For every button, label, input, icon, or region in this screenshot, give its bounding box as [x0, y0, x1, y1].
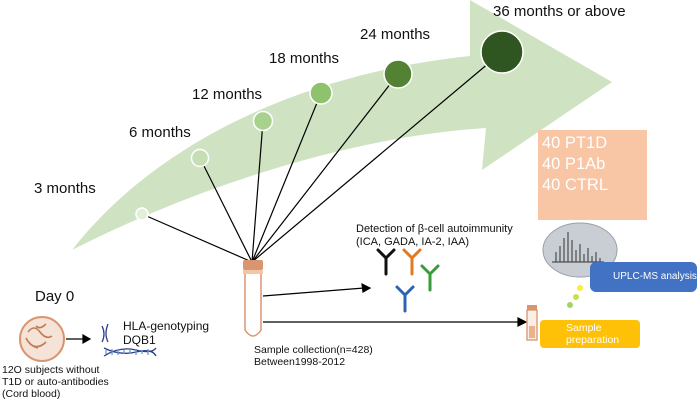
- timepoint-circle-36m: [480, 30, 524, 74]
- timepoint-circle-24m: [383, 59, 413, 89]
- molecule-dots-bottom: [567, 285, 583, 308]
- antibody-green-icon: [420, 264, 440, 292]
- dna-icon: [101, 323, 157, 357]
- timeline-arrow: [72, 0, 612, 250]
- antibody-blue-icon: [395, 285, 415, 313]
- cord-blood-icon: [19, 316, 65, 362]
- uplc-ms-box: [590, 262, 697, 292]
- antibody-icons: [376, 248, 440, 313]
- group-p1ab: 40 P1Ab: [542, 155, 606, 173]
- timepoint-label-12m: 12 months: [192, 86, 263, 103]
- timepoint-label-6m: 6 months: [129, 124, 191, 141]
- sample-preparation-box: [540, 320, 640, 348]
- sample-collection-caption: Sample collection(n=428) Between1998-201…: [254, 344, 373, 368]
- connector-36m: [251, 51, 503, 263]
- subjects-caption: 12O subjects without T1D or auto-antibod…: [2, 364, 109, 400]
- vial-icon: [526, 305, 538, 341]
- antibody-black-icon: [376, 248, 396, 276]
- genotyping-label: HLA-genotyping: [123, 319, 210, 333]
- group-pt1d: 40 PT1D: [542, 134, 608, 152]
- timepoint-circle-12m: [252, 110, 274, 132]
- autoimmunity-markers: (ICA, GADA, IA-2, IAA): [356, 236, 470, 248]
- sample-tube: [243, 260, 263, 337]
- connector-12m: [251, 120, 264, 263]
- timepoint-circle-18m: [309, 81, 333, 105]
- timepoint-label-24m: 24 months: [360, 26, 431, 43]
- flow-arrows: [66, 282, 528, 345]
- timepoint-circle-3m: [135, 207, 149, 221]
- timepoint-label-day0: Day 0: [35, 288, 75, 305]
- group-ctrl: 40 CTRL: [542, 176, 609, 194]
- timepoint-circles: [135, 30, 524, 221]
- genotyping-gene: DQB1: [123, 333, 156, 347]
- connector-lines: [141, 51, 503, 263]
- timepoint-label-3m: 3 months: [34, 180, 96, 197]
- connector-6m: [199, 157, 253, 263]
- timepoint-label-36m: 36 months or above: [493, 3, 626, 20]
- timepoint-label-18m: 18 months: [269, 50, 340, 67]
- connector-24m: [251, 73, 399, 263]
- antibody-orange-icon: [402, 248, 422, 276]
- connector-3m: [141, 213, 253, 263]
- connector-18m: [251, 92, 322, 263]
- timepoint-circle-6m: [190, 148, 210, 168]
- study-groups-box: 40 PT1D 40 P1Ab 40 CTRL: [538, 130, 647, 220]
- sample-preparation-label: Sample preparation: [566, 322, 620, 346]
- autoimmunity-title: Detection of β-cell autoimmunity: [356, 223, 513, 235]
- uplc-ms-label: UPLC-MS analysis: [613, 271, 697, 282]
